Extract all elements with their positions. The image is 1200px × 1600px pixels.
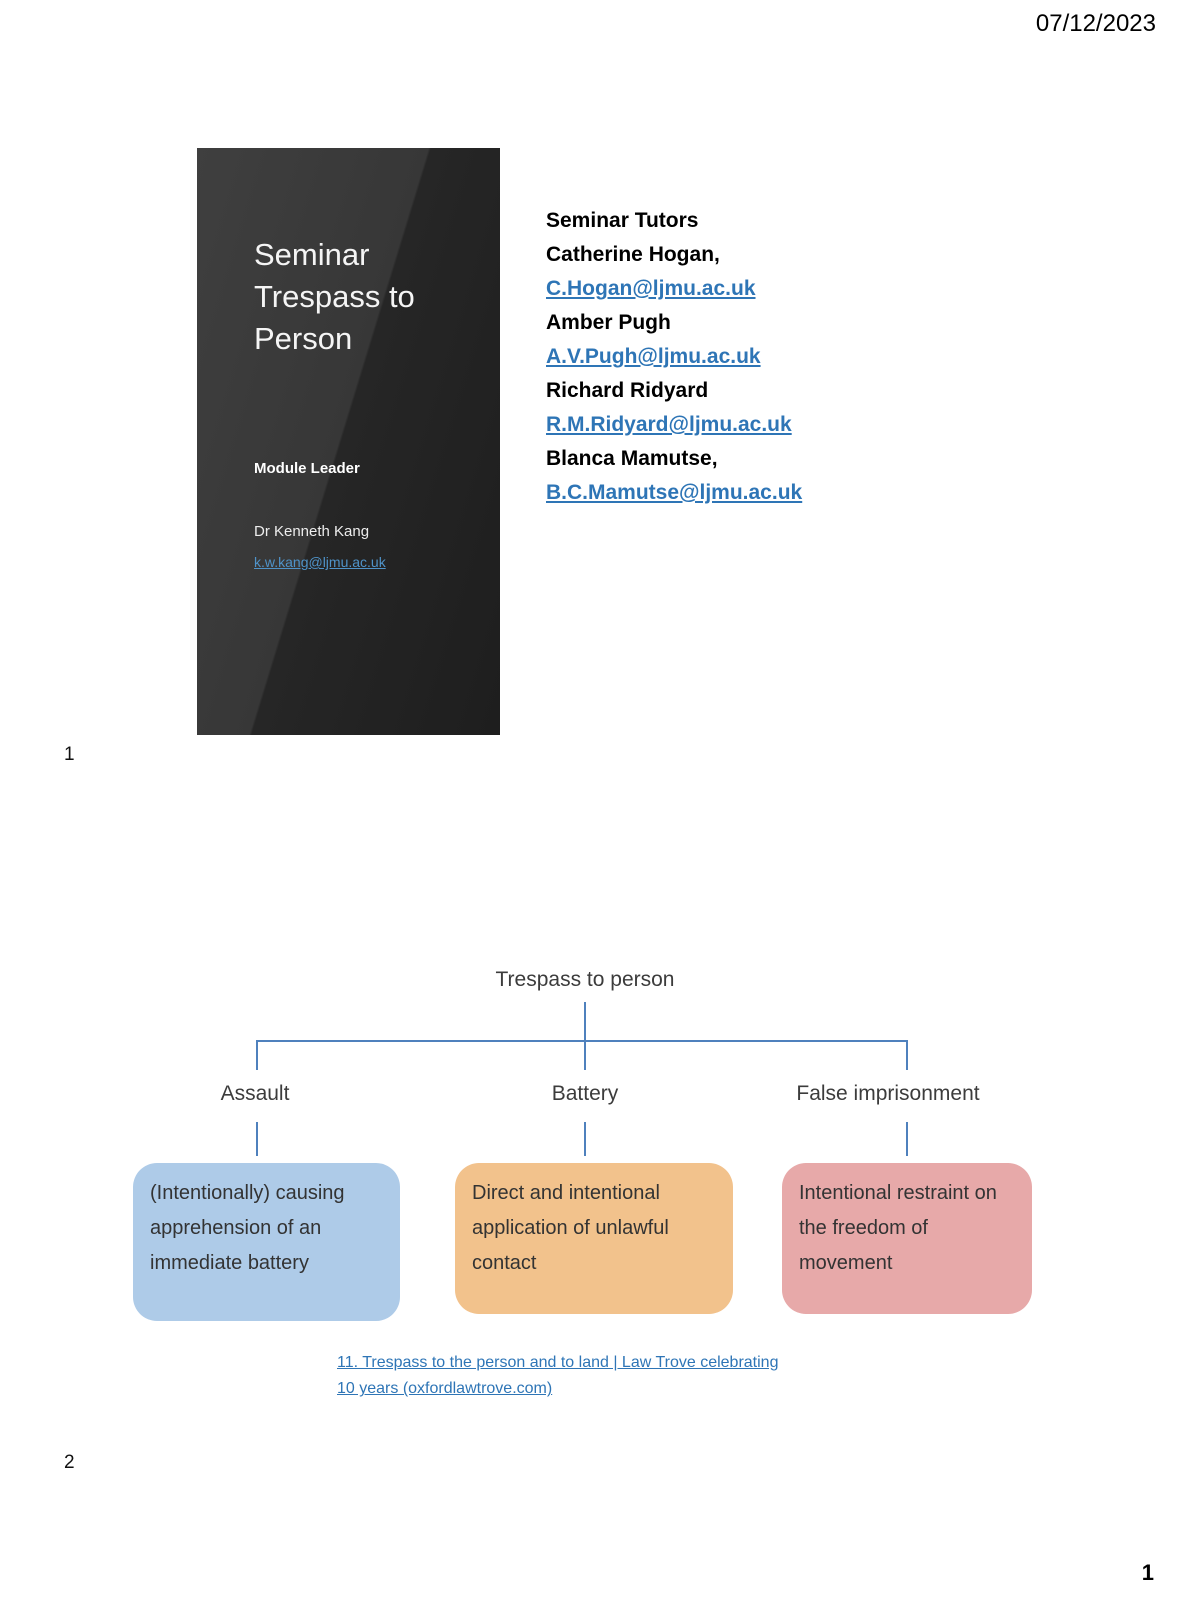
connector-line xyxy=(584,1002,586,1040)
branch-label-assault: Assault xyxy=(220,1082,290,1105)
node-box-battery: Direct and intentional application of un… xyxy=(455,1163,733,1314)
module-leader-name: Dr Kenneth Kang xyxy=(254,523,370,540)
date-header: 07/12/2023 xyxy=(1035,10,1156,37)
tutor-email-link[interactable]: R.M.Ridyard@ljmu.ac.uk xyxy=(546,413,792,436)
tutors-list: Seminar Tutors Catherine Hogan, C.Hogan@… xyxy=(546,204,966,510)
module-leader-label: Module Leader xyxy=(254,460,360,477)
tutor-email-link[interactable]: C.Hogan@ljmu.ac.uk xyxy=(546,277,756,300)
page-number: 1 xyxy=(1141,1560,1154,1585)
tutor-email-link[interactable]: B.C.Mamutse@ljmu.ac.uk xyxy=(546,481,803,504)
diagram-root-label: Trespass to person xyxy=(495,968,675,991)
connector-line xyxy=(906,1122,908,1156)
connector-line xyxy=(256,1122,258,1156)
connector-line xyxy=(584,1122,586,1156)
tutor-name: Amber Pugh xyxy=(546,311,671,334)
tutor-email-link[interactable]: A.V.Pugh@ljmu.ac.uk xyxy=(546,345,761,368)
branch-label-battery: Battery xyxy=(551,1082,619,1105)
connector-line xyxy=(906,1040,908,1070)
tutors-heading: Seminar Tutors xyxy=(546,209,699,232)
tutor-name: Blanca Mamutse, xyxy=(546,447,718,470)
slide1-title-card: Seminar Trespass to Person Module Leader… xyxy=(197,148,500,735)
connector-line xyxy=(584,1040,586,1070)
slide1-title: Seminar Trespass to Person xyxy=(254,237,415,356)
node-box-false-imprisonment: Intentional restraint on the freedom of … xyxy=(782,1163,1032,1314)
branch-label-false-imprisonment: False imprisonment xyxy=(796,1082,980,1105)
source-link-line2[interactable]: 10 years (oxfordlawtrove.com) xyxy=(337,1380,553,1398)
connector-line xyxy=(256,1040,908,1042)
slide-number-2: 2 xyxy=(64,1452,75,1473)
connector-line xyxy=(256,1040,258,1070)
node-box-assault: (Intentionally) causing apprehension of … xyxy=(133,1163,400,1321)
tutor-name: Catherine Hogan, xyxy=(546,243,720,266)
source-link: 11. Trespass to the person and to land |… xyxy=(337,1350,857,1403)
tutor-name: Richard Ridyard xyxy=(546,379,709,402)
module-leader-email-link[interactable]: k.w.kang@ljmu.ac.uk xyxy=(254,554,386,570)
slide-number-1: 1 xyxy=(64,744,75,765)
source-link-line1[interactable]: 11. Trespass to the person and to land |… xyxy=(337,1354,779,1371)
